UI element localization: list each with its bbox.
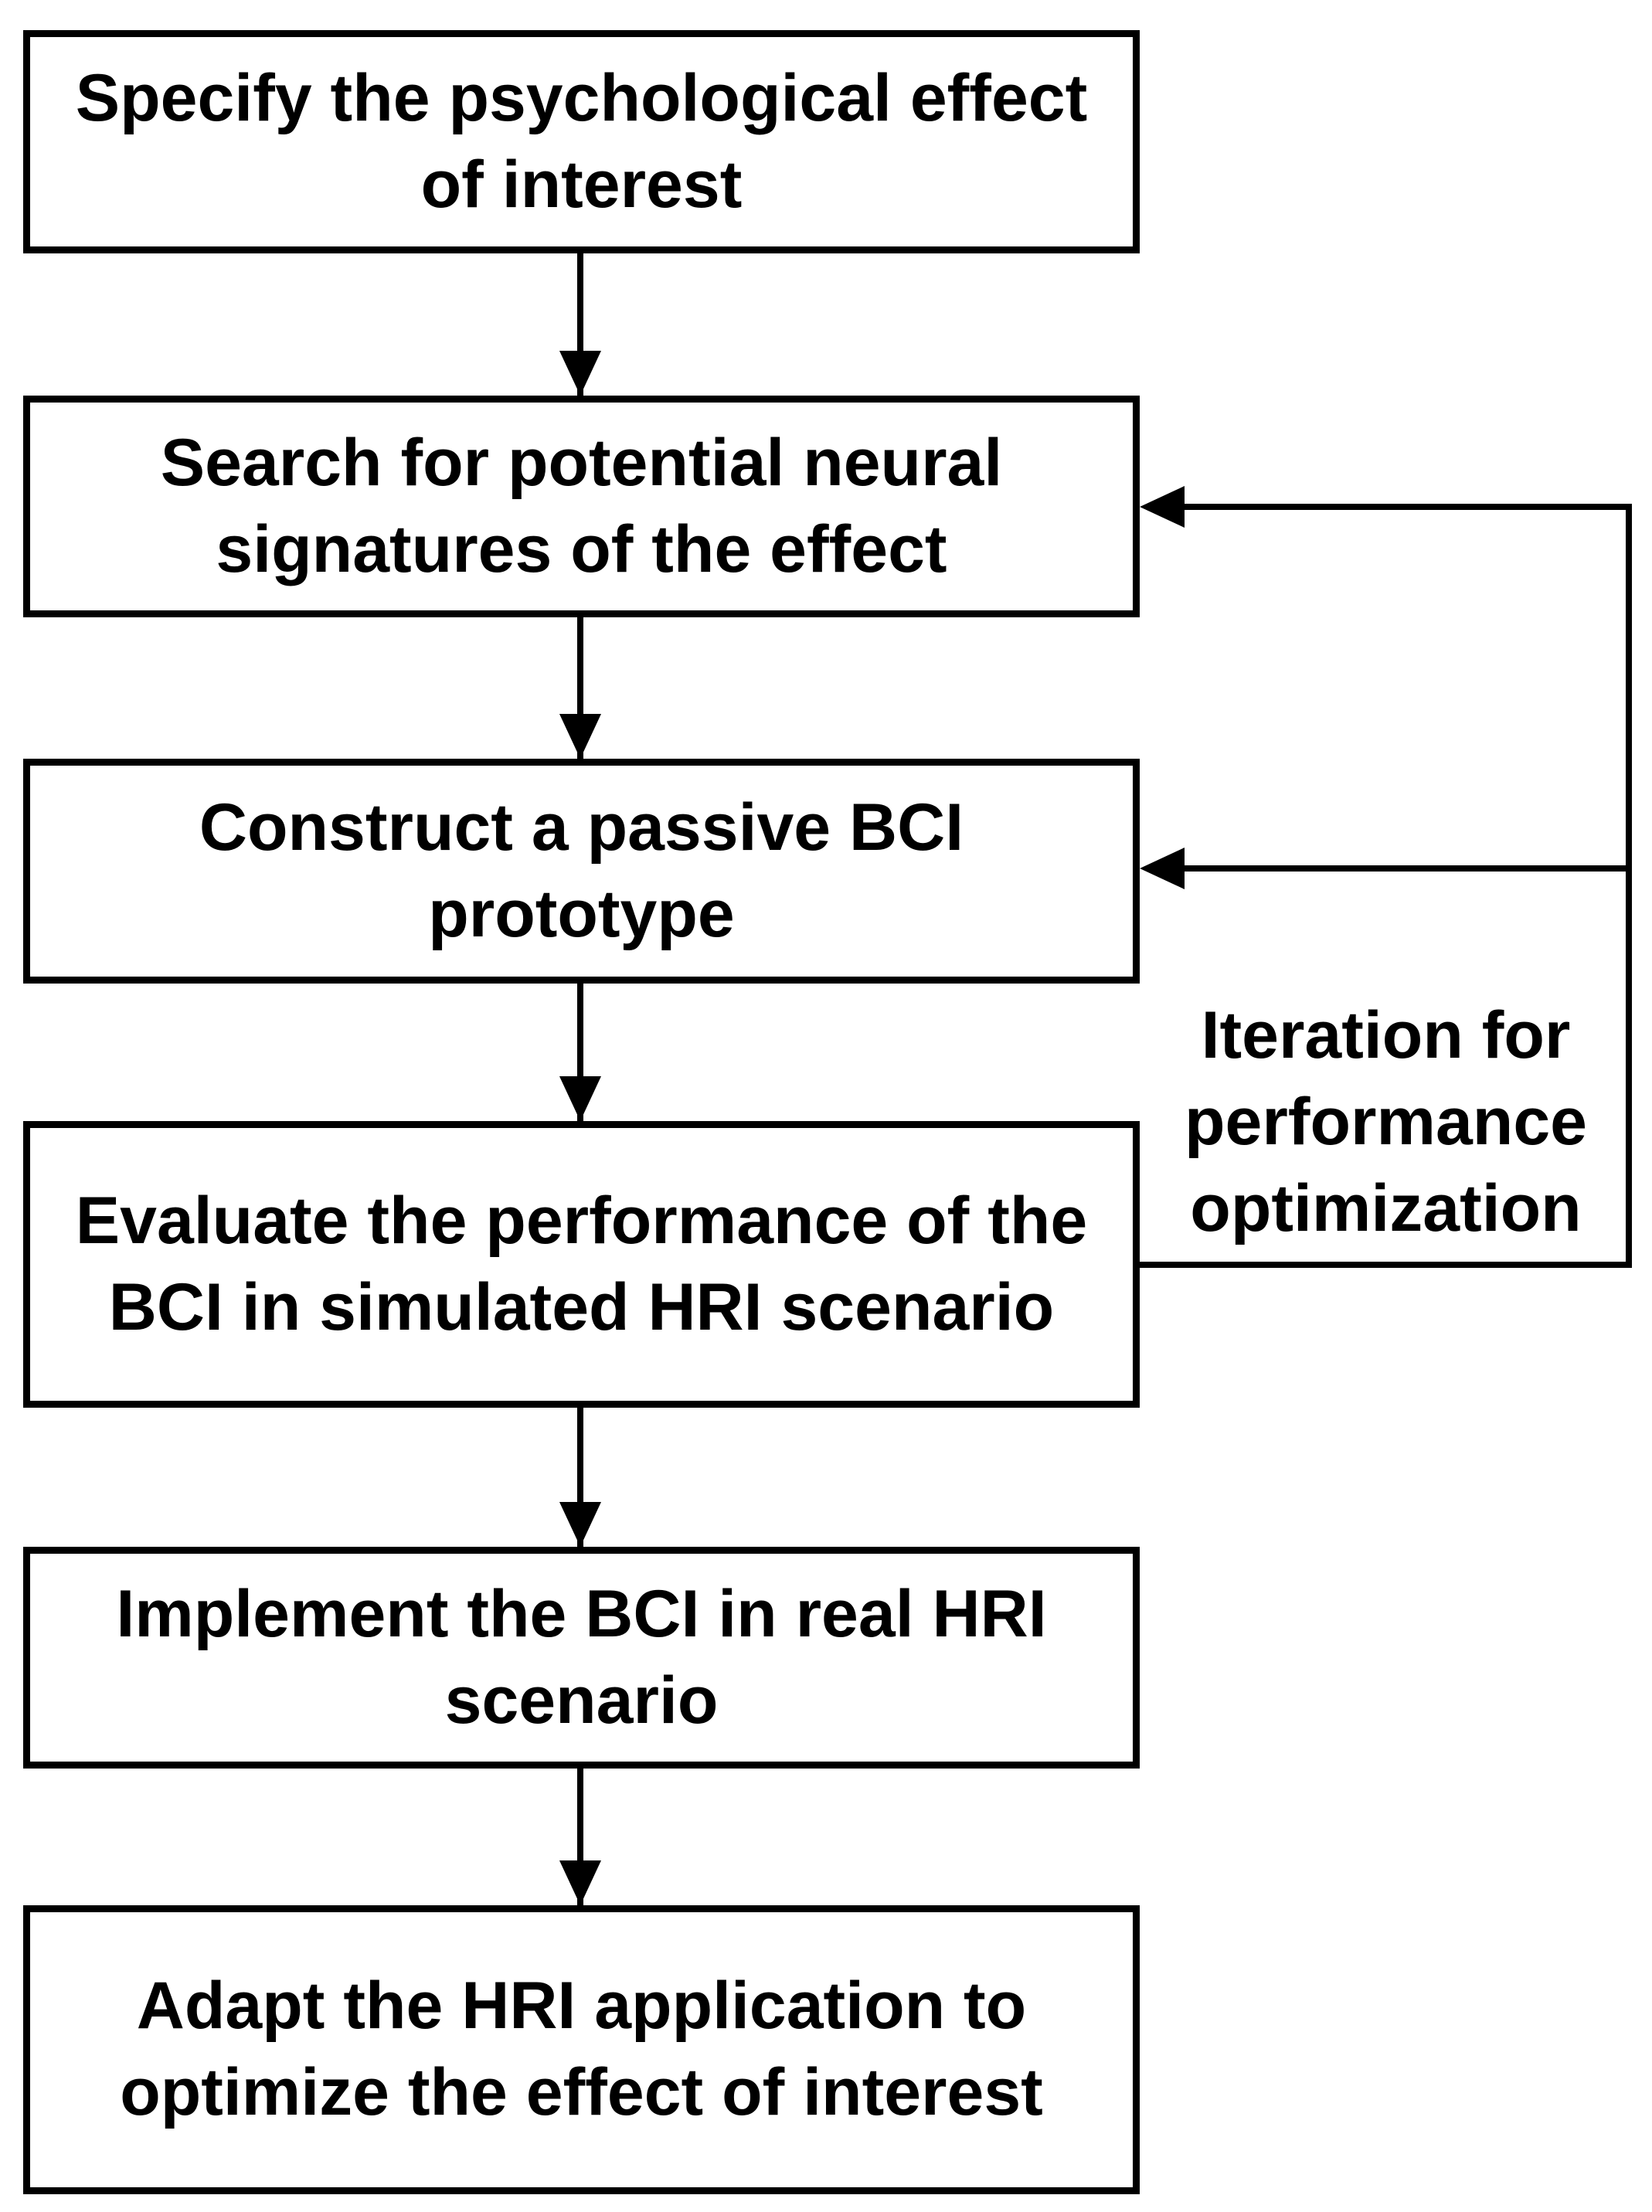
flow-box-evaluate: Evaluate the performance of the BCI in s… [23,1121,1140,1408]
feedback-arrow-to-construct-line [1181,865,1632,872]
flow-box-implement: Implement the BCI in real HRI scenario [23,1547,1140,1769]
arrow-construct-to-evaluate-line [577,984,583,1121]
feedback-loop-bottom-line [1140,1262,1632,1268]
arrow-search-to-construct-line [577,617,583,759]
iteration-annotation: Iteration for performance optimization [1140,993,1632,1252]
flow-box-specify-line-2: of interest [420,147,743,222]
feedback-arrow-to-construct-head-icon [1140,848,1185,889]
iteration-annotation-line-1: Iteration for [1201,998,1571,1072]
arrow-search-to-construct-head-icon [559,714,601,759]
flow-box-implement-line-1: Implement the BCI in real HRI [116,1576,1047,1651]
feedback-arrow-to-search-line [1181,504,1632,510]
flow-box-adapt: Adapt the HRI application to optimize th… [23,1905,1140,2194]
iteration-annotation-line-2: performance [1185,1084,1587,1159]
flow-box-evaluate-line-1: Evaluate the performance of the [75,1183,1088,1258]
arrow-implement-to-adapt-line [577,1769,583,1905]
flow-box-search-line-1: Search for potential neural [160,425,1003,500]
flow-box-specify-line-1: Specify the psychological effect [75,60,1088,135]
flow-box-specify: Specify the psychological effect of inte… [23,30,1140,253]
arrow-specify-to-search-line [577,253,583,396]
feedback-arrow-to-search-head-icon [1140,486,1185,528]
arrow-implement-to-adapt-head-icon [559,1860,601,1905]
flow-box-search-line-2: signatures of the effect [216,511,947,586]
feedback-loop-right-line [1626,504,1632,1268]
flow-box-evaluate-line-2: BCI in simulated HRI scenario [108,1269,1055,1344]
flow-box-implement-line-2: scenario [444,1663,719,1738]
arrow-evaluate-to-implement-head-icon [559,1502,601,1547]
flow-box-construct: Construct a passive BCI prototype [23,759,1140,984]
flow-box-search: Search for potential neural signatures o… [23,396,1140,617]
flow-box-adapt-line-1: Adapt the HRI application to [136,1969,1027,2044]
iteration-annotation-line-3: optimization [1190,1171,1582,1245]
arrow-specify-to-search-head-icon [559,351,601,396]
flow-box-adapt-line-2: optimize the effect of interest [120,2055,1043,2129]
arrow-construct-to-evaluate-head-icon [559,1076,601,1121]
arrow-evaluate-to-implement-line [577,1408,583,1547]
flow-box-construct-line-1: Construct a passive BCI [199,790,964,865]
flow-box-construct-line-2: prototype [428,876,735,951]
